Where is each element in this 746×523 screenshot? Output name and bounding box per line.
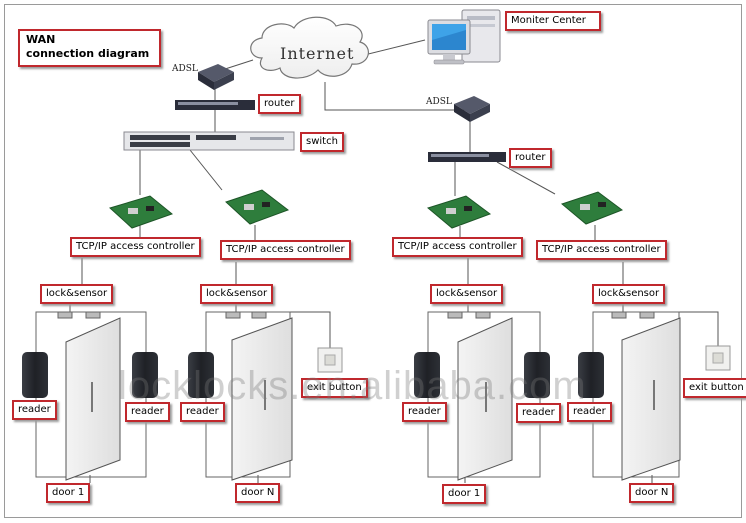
lock-sensor-label: lock&sensor: [592, 284, 666, 304]
router-icon: [175, 100, 255, 110]
reader-label: reader: [125, 402, 170, 422]
controller-label: TCP/IP access controller: [70, 237, 201, 257]
watermark: locklocks.en.alibaba.com: [118, 364, 587, 408]
reader-label: reader: [516, 403, 561, 423]
door-label: door N: [629, 483, 675, 503]
controller-board-icon: [426, 195, 492, 229]
router-label: router: [509, 148, 552, 168]
reader-label: reader: [180, 402, 225, 422]
internet-cloud: [250, 16, 369, 79]
lock-sensor-label: lock&sensor: [40, 284, 114, 304]
card-reader-icon: [414, 352, 440, 398]
adsl-label: ADSL: [172, 64, 198, 74]
monitor-center-label: Moniter Center: [505, 11, 601, 31]
switch-label: switch: [300, 132, 344, 152]
reader-label: reader: [567, 402, 612, 422]
monitor-center-pc-icon: [427, 9, 501, 65]
exit-button-icon: [705, 345, 731, 371]
lock-sensor-label: lock&sensor: [200, 284, 274, 304]
exit-button-icon: [317, 347, 343, 373]
title-line-1: WAN: [26, 33, 56, 46]
controller-board-icon: [225, 189, 290, 225]
controller-board-icon: [109, 195, 174, 229]
door-n-right: [592, 311, 681, 481]
exit-button-label: exit button: [301, 378, 368, 398]
internet-label: Internet: [280, 44, 355, 63]
reader-label: reader: [12, 400, 57, 420]
adsl-modem-icon: [198, 64, 234, 90]
card-reader-icon: [524, 352, 550, 398]
exit-button-label: exit button: [683, 378, 746, 398]
card-reader-icon: [188, 352, 214, 398]
door-label: door 1: [46, 483, 91, 503]
lock-sensor-label: lock&sensor: [430, 284, 504, 304]
adsl-label: ADSL: [426, 97, 452, 107]
card-reader-icon: [22, 352, 48, 398]
router-label: router: [258, 94, 301, 114]
switch-icon: [123, 131, 295, 151]
router-icon: [428, 152, 506, 162]
controller-label: TCP/IP access controller: [536, 240, 667, 260]
title-line-2: connection diagram: [26, 47, 150, 60]
card-reader-icon: [132, 352, 158, 398]
diagram-title: WAN connection diagram: [18, 29, 161, 67]
door-label: door 1: [442, 484, 487, 504]
controller-board-icon: [560, 191, 624, 225]
controller-label: TCP/IP access controller: [392, 237, 523, 257]
card-reader-icon: [578, 352, 604, 398]
adsl-modem-icon: [454, 96, 490, 122]
reader-label: reader: [402, 402, 447, 422]
diagram-frame: [4, 4, 742, 518]
door-label: door N: [235, 483, 281, 503]
controller-label: TCP/IP access controller: [220, 240, 351, 260]
